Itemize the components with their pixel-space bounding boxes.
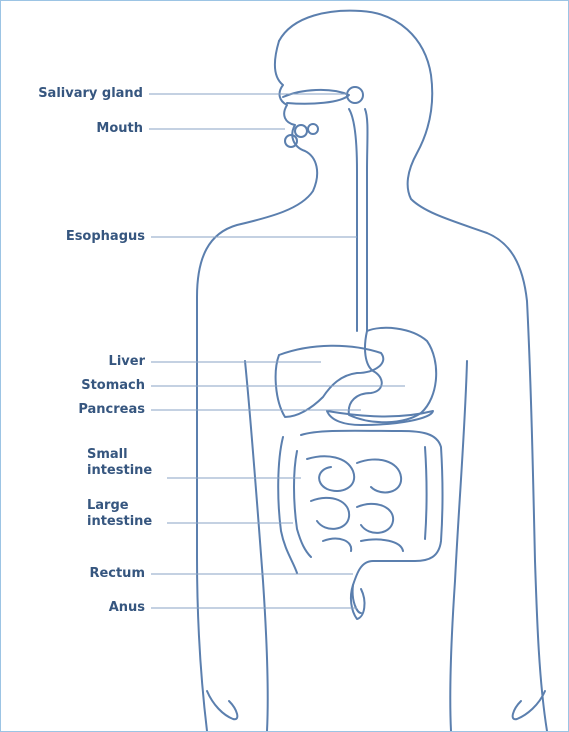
esophagus-tube (349, 109, 357, 331)
label-pancreas: Pancreas (78, 402, 145, 418)
label-small-intestine-line2: intestine (87, 463, 152, 479)
label-mouth: Mouth (96, 121, 143, 137)
label-salivary-gland: Salivary gland (38, 86, 143, 102)
label-liver: Liver (109, 354, 145, 370)
large-intestine-shape (301, 431, 443, 613)
mouth-cavity (283, 90, 349, 104)
label-small-intestine-line1: Small (87, 447, 152, 463)
label-rectum: Rectum (89, 566, 145, 582)
liver-shape (276, 346, 384, 417)
left-hand (207, 691, 237, 719)
right-hand (513, 691, 545, 719)
body-outline (279, 11, 547, 731)
left-arm-inner (245, 361, 268, 731)
label-large-intestine-line1: Large (87, 498, 152, 514)
label-anus: Anus (109, 600, 145, 616)
label-stomach: Stomach (81, 378, 145, 394)
small-intestine-shape (307, 456, 403, 551)
stomach-shape (349, 328, 436, 422)
label-large-intestine: Large intestine (87, 498, 152, 530)
label-large-intestine-line2: intestine (87, 514, 152, 530)
label-esophagus: Esophagus (66, 229, 145, 245)
right-arm-inner (450, 361, 467, 731)
label-small-intestine: Small intestine (87, 447, 152, 479)
